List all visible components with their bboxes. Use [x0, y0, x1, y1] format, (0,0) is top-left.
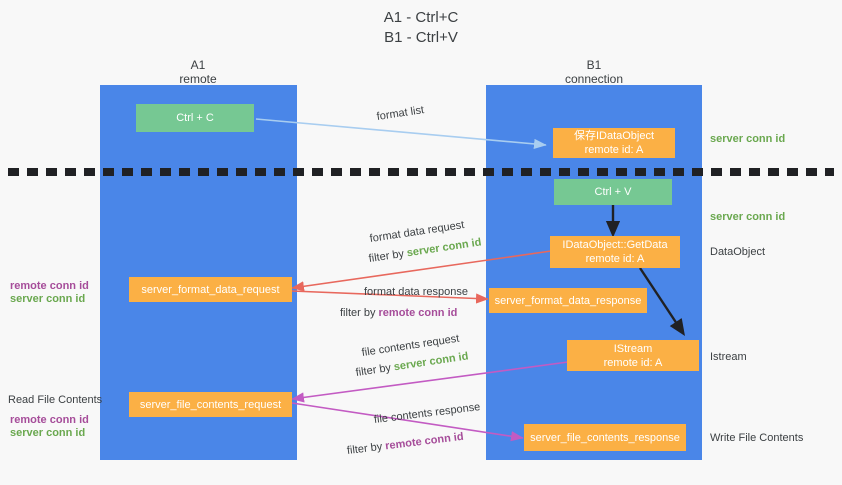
- edge-label-fcres-filter-prefix: filter by: [346, 440, 386, 458]
- annotation-left-server-conn-id-1: server conn id: [10, 293, 86, 305]
- node-istream-label: IStream: [613, 342, 653, 355]
- annotation-left-server-conn-id-2: server conn id: [10, 427, 86, 439]
- node-ctrl-c[interactable]: Ctrl + C: [136, 104, 254, 132]
- node-getdata[interactable]: IDataObject::GetData remote id: A: [550, 236, 680, 268]
- edge-label-format-data-response: format data response: [364, 285, 468, 300]
- annotation-right-istream: Istream: [710, 351, 747, 363]
- lane-header-a1-name: A1: [190, 58, 206, 72]
- node-server-file-contents-response[interactable]: server_file_contents_response: [524, 424, 686, 451]
- node-server-format-data-response-label: server_format_data_response: [494, 294, 642, 307]
- node-save-dataobject-sub: remote id: A: [584, 144, 644, 156]
- node-ctrl-c-label: Ctrl + C: [176, 112, 214, 124]
- annotation-right-dataobject: DataObject: [710, 246, 766, 258]
- diagram-title: A1 - Ctrl+C B1 - Ctrl+V: [0, 8, 842, 48]
- node-server-file-contents-response-label: server_file_contents_response: [530, 431, 680, 444]
- node-save-dataobject[interactable]: 保存IDataObject remote id: A: [553, 128, 675, 158]
- node-server-format-data-response[interactable]: server_format_data_response: [489, 288, 647, 313]
- annotation-left-read-file-contents: Read File Contents: [8, 394, 103, 406]
- edge-label-fcr-filter-prefix: filter by: [354, 361, 395, 380]
- edge-label-file-contents-response: file contents response: [373, 400, 481, 428]
- edge-label-fcres-filter-key: remote conn id: [384, 430, 465, 453]
- node-save-dataobject-label: 保存IDataObject: [573, 130, 655, 142]
- node-istream-sub: remote id: A: [603, 356, 663, 369]
- node-ctrl-v[interactable]: Ctrl + V: [554, 179, 672, 205]
- annotation-left-remote-conn-id-2: remote conn id: [10, 414, 89, 426]
- node-server-file-contents-request[interactable]: server_file_contents_request: [129, 392, 292, 417]
- node-server-format-data-request-label: server_format_data_request: [141, 283, 280, 296]
- node-ctrl-v-label: Ctrl + V: [594, 186, 632, 198]
- lane-header-a1-role: remote: [179, 72, 217, 86]
- edge-label-format-list: format list: [376, 103, 425, 125]
- lane-header-b1-name: B1: [586, 58, 602, 72]
- lane-header-b1-role: connection: [564, 72, 624, 86]
- annotation-right-server-conn-id-2: server conn id: [710, 211, 786, 223]
- annotation-right-server-conn-id-1: server conn id: [710, 133, 786, 145]
- dashed-separator-line: [8, 168, 834, 176]
- title-line-2: B1 - Ctrl+V: [384, 29, 458, 46]
- node-server-format-data-request[interactable]: server_format_data_request: [129, 277, 292, 302]
- edge-label-format-list-text: format list: [375, 104, 425, 124]
- annotation-left-remote-conn-id-1: remote conn id: [10, 280, 89, 292]
- edge-label-file-contents-response-text: file contents response: [373, 401, 481, 427]
- node-server-file-contents-request-label: server_file_contents_request: [139, 398, 282, 411]
- node-getdata-label: IDataObject::GetData: [562, 239, 668, 251]
- edge-label-fdres-filter-prefix: filter by: [340, 307, 379, 319]
- edge-label-fdres-filter-key: remote conn id: [378, 307, 458, 319]
- node-istream[interactable]: IStream remote id: A: [567, 340, 699, 371]
- annotation-right-write-file-contents: Write File Contents: [710, 432, 804, 444]
- node-getdata-sub: remote id: A: [585, 253, 645, 265]
- edge-label-file-contents-response-filter: filter by remote conn id: [346, 430, 464, 459]
- lane-header-a1: A1 remote: [98, 58, 298, 86]
- edge-label-format-data-response-filter: filter by remote conn id: [340, 306, 457, 321]
- title-line-1: A1 - Ctrl+C: [383, 9, 459, 26]
- edge-label-fdr-filter-prefix: filter by: [367, 247, 408, 266]
- edge-label-format-data-response-text: format data response: [364, 286, 468, 298]
- lane-header-b1: B1 connection: [494, 58, 694, 86]
